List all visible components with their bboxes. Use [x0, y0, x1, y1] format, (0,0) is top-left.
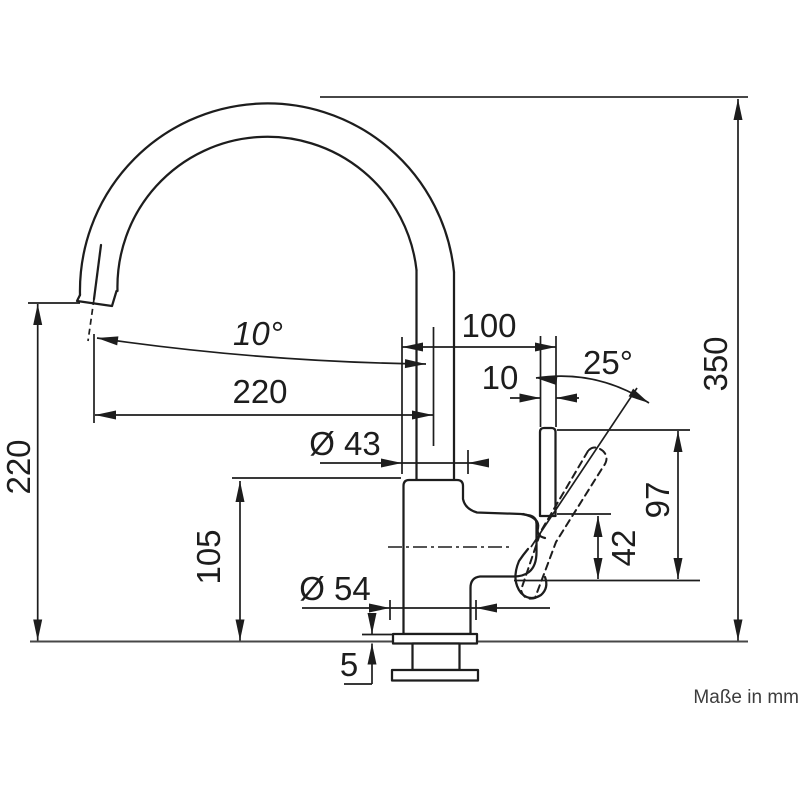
arrowhead — [33, 304, 43, 325]
arrowhead — [235, 619, 245, 641]
arrowhead — [476, 603, 497, 613]
arrowhead — [381, 458, 402, 468]
arrowhead — [519, 393, 541, 403]
label-spout-to-handle: 100 — [461, 307, 516, 344]
handle-joint-curve — [521, 512, 547, 540]
label-handle-top-height: 97 — [639, 482, 676, 519]
arrowhead — [404, 359, 426, 369]
label-body-diameter: Ø 43 — [309, 425, 381, 462]
label-handle-swing-angle: 25° — [583, 344, 633, 381]
arrowhead — [33, 619, 43, 641]
arrowhead — [412, 410, 433, 420]
arrowhead — [367, 643, 377, 665]
label-outlet-height: 220 — [0, 439, 37, 494]
label-spout-tilt-angle: 10° — [233, 315, 283, 352]
base-nut — [390, 668, 480, 682]
arrowhead — [673, 431, 683, 452]
spout-outer-arc — [78, 102, 456, 297]
spout-tip-inner-line — [92, 243, 103, 301]
label-body-height: 105 — [190, 529, 227, 584]
arrowhead — [235, 481, 245, 502]
label-total-height: 350 — [697, 336, 734, 391]
arrowhead — [733, 619, 743, 641]
spout-tip-cut — [75, 289, 118, 308]
handle-pivot-pin — [538, 426, 557, 518]
base-shank — [411, 642, 461, 672]
handle-raised-dashed-outline — [519, 446, 608, 600]
arrowhead — [535, 342, 556, 352]
label-base-diameter: Ø 54 — [299, 570, 371, 607]
base-flange — [391, 632, 479, 645]
arrowhead — [402, 342, 423, 352]
arrowhead — [556, 393, 577, 403]
arrowhead — [367, 613, 377, 634]
arrowhead — [369, 603, 390, 613]
arrowhead — [593, 558, 603, 579]
spout-inner-arc — [116, 135, 418, 293]
faucet-body — [402, 478, 538, 636]
arrowhead — [95, 410, 116, 420]
arrowhead — [628, 388, 649, 403]
label-handle-pin-width: 10 — [482, 359, 519, 396]
label-base-plate-height: 5 — [340, 646, 358, 683]
arrowhead — [733, 99, 743, 120]
unit-note: Maße in mm — [693, 687, 799, 708]
handle-axis-line — [530, 387, 638, 548]
arrowhead — [468, 458, 489, 468]
dim-arc-10deg — [96, 337, 427, 365]
label-spout-reach: 220 — [232, 373, 287, 410]
arrowhead — [673, 558, 683, 579]
spout-angle-reference-dashed — [87, 298, 95, 342]
arrowhead — [593, 516, 603, 537]
arrowhead — [536, 376, 558, 385]
label-handle-pivot-height: 42 — [605, 530, 642, 567]
arrowhead — [97, 336, 119, 346]
